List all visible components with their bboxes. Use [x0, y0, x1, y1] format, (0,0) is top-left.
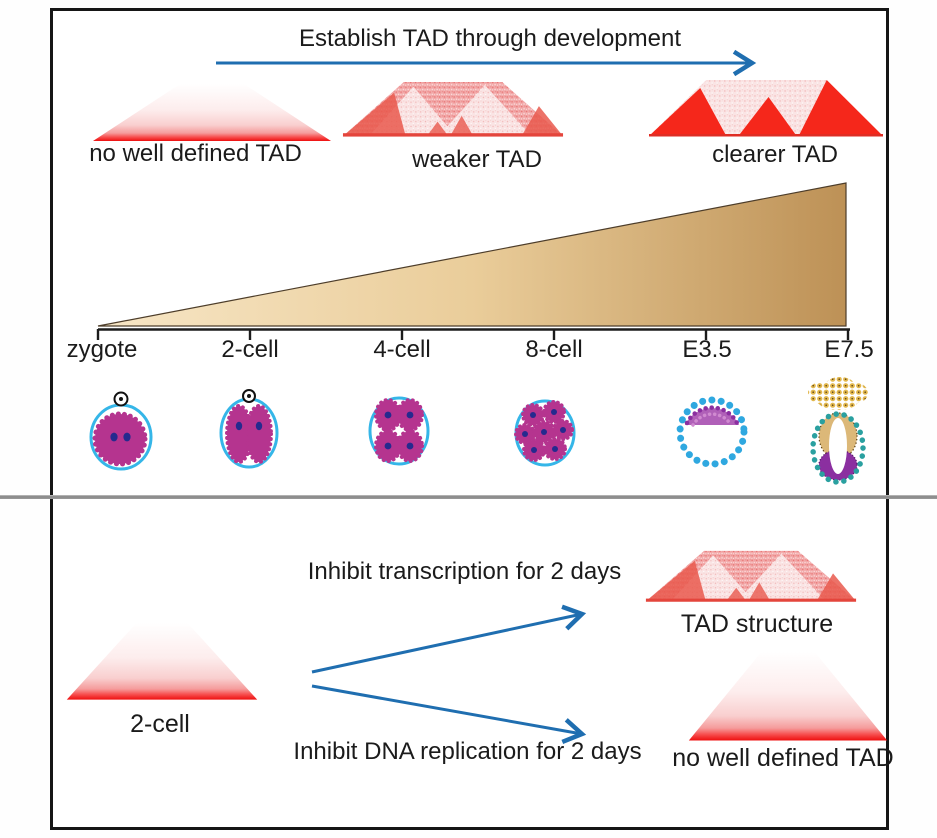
embryo-zygote-illustration [89, 391, 153, 471]
stage-label-4cell: 4-cell [373, 336, 431, 363]
stage-label-e75: E7.5 [824, 336, 874, 363]
result-label-tad-structure: TAD structure [680, 610, 834, 638]
tad-corner-dark [816, 573, 857, 602]
inner-cell-mass [685, 408, 739, 425]
tad-corner-dark [521, 106, 564, 137]
development-arrow [216, 49, 757, 77]
heatmap-label-weaker-tad: weaker TAD [412, 146, 542, 173]
tad-triangle-red [798, 80, 883, 136]
branch-label-transcription: Inhibit transcription for 2 days [307, 558, 622, 585]
embryo-8cell-illustration [514, 399, 576, 467]
visceral-endoderm-teal-ring [810, 411, 866, 485]
tad-triangle-red [649, 88, 727, 136]
embryo-4cell-illustration [368, 396, 430, 466]
tad-triangle-dark [450, 115, 474, 137]
heatmap-baseline [649, 134, 883, 137]
stage-label-zygote: zygote [66, 336, 138, 363]
heatmap-weaker-tad [342, 81, 564, 137]
polar-body-dot [119, 397, 123, 401]
stage-label-e35: E3.5 [682, 336, 732, 363]
embryo-e75-illustration [808, 377, 868, 485]
heatmap-label-no-tad: no well defined TAD [89, 140, 302, 167]
heatmap-2cell-source [66, 623, 258, 700]
heatmap-baseline [645, 598, 857, 602]
heatmap-clearer-tad [649, 80, 883, 137]
polar-body-dot [247, 394, 251, 398]
tad-corner-dark [342, 92, 406, 137]
tad-corner-dark [645, 560, 706, 602]
heatmap-no-tad [93, 84, 331, 141]
nuclei [522, 409, 566, 453]
branch-arrow-replication [311, 684, 587, 745]
tad-triangle-dark [726, 587, 747, 602]
icm-beads [684, 405, 740, 426]
icm-beads-light [691, 412, 733, 427]
heatmap-no-tad-shape [93, 84, 331, 141]
nucleus [384, 411, 392, 419]
pronucleus [123, 432, 131, 442]
branch-arrow-transcription [311, 604, 587, 674]
pronucleus [110, 432, 118, 442]
proamniotic-cavity [829, 418, 847, 474]
heatmap-no-tad-result-shape [688, 652, 888, 741]
heatmap-2cell-shape [66, 623, 258, 700]
nucleus [235, 421, 243, 431]
stage-axis [96, 328, 850, 340]
nucleus [255, 421, 263, 431]
heatmap-baseline [342, 133, 564, 137]
wedge-shape [97, 182, 847, 327]
tad-triangle-red [738, 97, 797, 136]
embryo-e35-illustration [676, 396, 748, 468]
heatmap-tad-structure [645, 550, 857, 602]
branch-arrows [311, 604, 587, 745]
stage-label-2cell: 2-cell [221, 336, 279, 363]
developmental-wedge [97, 182, 847, 327]
nucleus [406, 442, 414, 450]
nucleus [406, 411, 414, 419]
result-label-no-tad: no well defined TAD [672, 744, 894, 772]
source-label-2cell: 2-cell [130, 710, 190, 738]
tad-triangle-dark [426, 121, 449, 137]
embryo-2cell-illustration [219, 389, 279, 469]
blastomere [245, 404, 273, 464]
heatmap-no-tad-result [688, 652, 888, 741]
heatmap-label-clearer-tad: clearer TAD [712, 141, 838, 168]
cell-body [92, 411, 148, 467]
top-panel-title: Establish TAD through development [299, 25, 681, 52]
panel-divider [0, 495, 937, 499]
extraembryonic-gold-cluster [808, 377, 868, 410]
stage-label-8cell: 8-cell [525, 336, 583, 363]
nucleus [384, 442, 392, 450]
tad-triangle-dark [748, 582, 771, 602]
